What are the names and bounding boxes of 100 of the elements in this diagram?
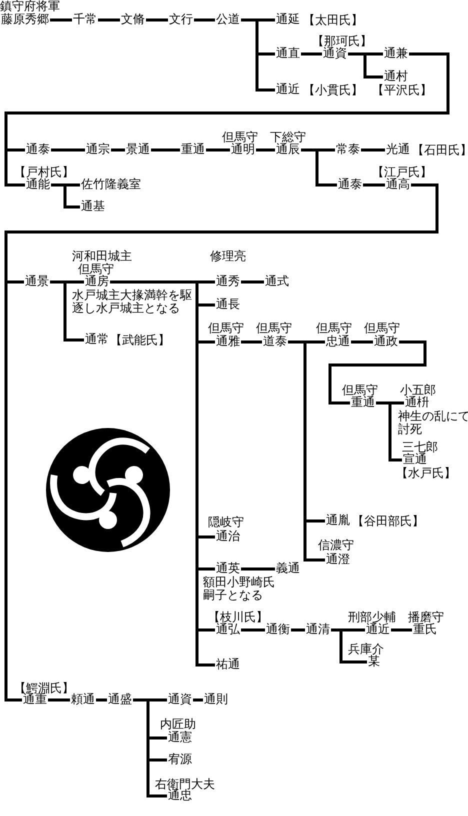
- lineage-line: [51, 184, 80, 208]
- person-name: 通延: [275, 13, 301, 26]
- person-name: 祐通: [215, 658, 241, 671]
- annotation-text: 【水戸氏】: [396, 467, 456, 480]
- person-name: 佐竹隆義室: [80, 178, 142, 191]
- lineage-line: [48, 698, 70, 702]
- annotation-text: 但馬守: [222, 131, 258, 144]
- lineage-line: [241, 280, 264, 284]
- person-name: 通明: [230, 143, 256, 156]
- annotation-text: 【江戸氏】: [372, 166, 432, 179]
- annotation-text: 【小貫氏】: [303, 84, 363, 97]
- person-name: 通憲: [167, 731, 193, 744]
- person-name: 宣通: [402, 453, 428, 466]
- annotation-text: 但馬守: [256, 322, 292, 335]
- lineage-line: [351, 340, 373, 344]
- lineage-line: [328, 340, 426, 404]
- lineage-line: [241, 340, 262, 344]
- person-name: 通治: [215, 530, 241, 543]
- person-name: 通資: [322, 47, 348, 60]
- person-name: 通宗: [85, 143, 111, 156]
- person-name: 通式: [264, 275, 290, 288]
- person-name: 重通: [180, 143, 206, 156]
- person-name: 通辰: [275, 143, 301, 156]
- person-name: 通政: [373, 335, 399, 348]
- annotation-text: 刑部少輔: [348, 611, 396, 624]
- person-name: 通枡: [404, 396, 430, 409]
- lineage-line: [50, 280, 84, 342]
- person-name: 通泰: [337, 178, 363, 191]
- person-name: 通盛: [107, 693, 133, 706]
- annotation-text: 兵庫介: [348, 643, 384, 656]
- annotation-text: 【枝川氏】: [208, 611, 268, 624]
- person-name: 景通: [125, 143, 151, 156]
- annotation-text: 河和田城主: [72, 250, 132, 263]
- annotation-text: 播磨守: [408, 611, 444, 624]
- lineage-line: [288, 340, 325, 562]
- person-name: 義通: [275, 562, 301, 575]
- person-name: 通資: [167, 693, 193, 706]
- person-name: 常泰: [335, 143, 361, 156]
- person-name: 通高: [385, 178, 411, 191]
- annotation-text: 但馬守: [78, 263, 114, 276]
- person-name: 通清: [305, 623, 331, 636]
- lineage-line: [193, 698, 203, 702]
- person-name: 忠通: [325, 335, 351, 348]
- lineage-line: [241, 568, 275, 570]
- annotation-text: 三七郎: [402, 441, 438, 454]
- person-name: 宥源: [167, 753, 193, 766]
- annotation-text: 但馬守: [208, 322, 244, 335]
- annotation-text: 下総守: [270, 131, 306, 144]
- lineage-line: [301, 52, 322, 56]
- lineage-line: [146, 18, 168, 22]
- person-name: 藤原秀郷: [0, 13, 50, 26]
- person-name: 光通: [385, 143, 411, 156]
- lineage-line: [241, 628, 265, 632]
- lineage-line: [151, 148, 180, 152]
- person-name: 重通: [350, 396, 376, 409]
- lineage-line: [96, 698, 107, 702]
- annotation-text: 小五郎: [400, 384, 436, 397]
- person-name: 通重: [22, 693, 48, 706]
- person-name: 通近: [365, 623, 391, 636]
- annotation-text: 【石田氏】: [412, 144, 468, 157]
- lineage-line: [4, 52, 450, 186]
- annotation-text: 鎮守府将軍: [0, 0, 60, 13]
- lineage-line: [391, 628, 412, 632]
- lineage-line: [348, 52, 383, 78]
- lineage-line: [256, 148, 275, 152]
- person-name: 通弘: [215, 623, 241, 636]
- lineage-line: [51, 148, 85, 152]
- person-name: 通常: [84, 333, 110, 346]
- annotation-text: 額田小野崎氏嗣子となる: [203, 576, 276, 602]
- annotation-text: 【戸村氏】: [14, 166, 74, 179]
- person-name: 通忠: [167, 789, 193, 802]
- annotation-text: 【平沢氏】: [372, 84, 432, 97]
- annotation-text: 右衛門大夫: [155, 778, 215, 791]
- person-name: 通泰: [25, 143, 51, 156]
- lineage-line: [194, 18, 215, 22]
- person-name: 通長: [215, 298, 241, 311]
- annotation-text: 修理亮: [210, 250, 246, 263]
- annotation-text: 【那珂氏】: [312, 35, 372, 48]
- annotation-text: 【武能氏】: [110, 334, 170, 347]
- lineage-line: [206, 148, 230, 152]
- annotation-text: 信濃守: [318, 539, 354, 552]
- lineage-line: [361, 148, 385, 152]
- lineage-line: [331, 628, 367, 664]
- person-name: 千常: [72, 13, 98, 26]
- person-name: 通胤: [325, 514, 351, 527]
- person-name: 頼通: [70, 693, 96, 706]
- person-name: 通雅: [215, 335, 241, 348]
- person-name: 某: [367, 655, 381, 668]
- annotation-text: 【太田氏】: [303, 14, 363, 27]
- person-name: 通近: [275, 83, 301, 96]
- person-name: 通房: [84, 275, 110, 288]
- annotation-text: 水戸城主大掾満幹を駆逐し水戸城主となる: [72, 289, 193, 315]
- annotation-text: 【鰐淵氏】: [14, 682, 74, 695]
- person-name: 通直: [275, 47, 301, 60]
- person-name: 重氏: [412, 623, 438, 636]
- lineage-line: [301, 148, 337, 186]
- person-name: 通村: [383, 70, 409, 83]
- person-name: 通秀: [215, 275, 241, 288]
- person-name: 文行: [168, 13, 194, 26]
- person-name: 通兼: [383, 47, 409, 60]
